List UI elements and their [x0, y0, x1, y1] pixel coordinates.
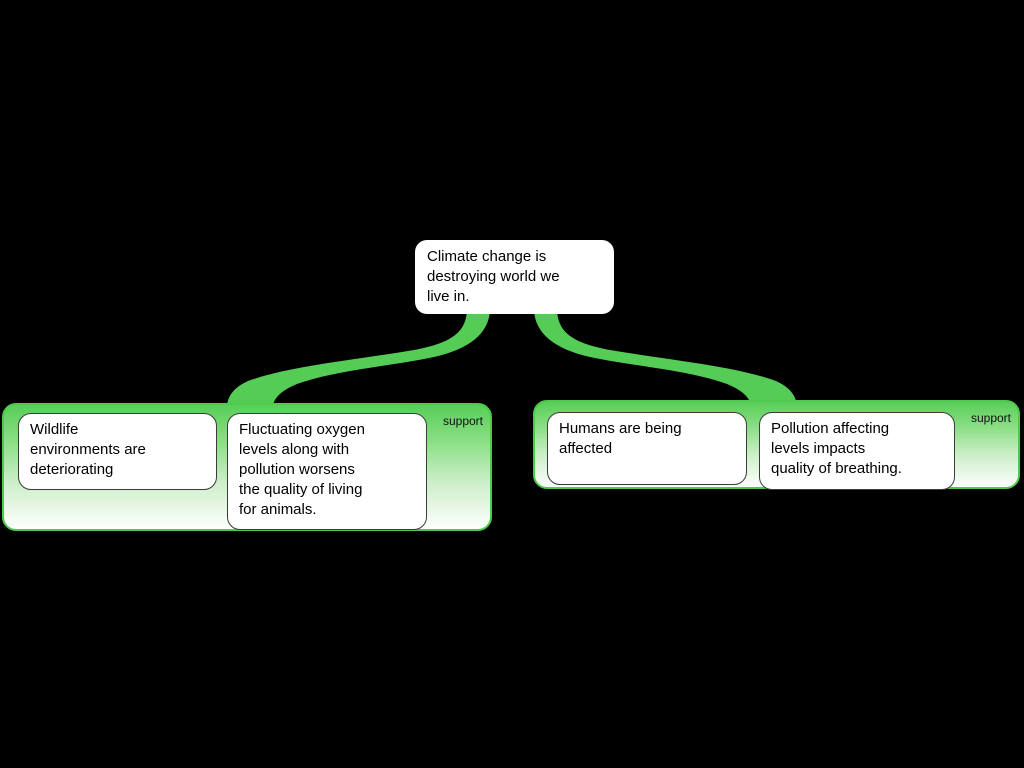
- support-group-right[interactable]: support Humans are being affected Pollut…: [533, 400, 1020, 490]
- support-group-left-label: support: [442, 414, 483, 428]
- support-group-right-label: support: [970, 411, 1011, 425]
- support-group-left[interactable]: support Wildlife environments are deteri…: [2, 403, 492, 531]
- claim-node[interactable]: Climate change is destroying world we li…: [415, 240, 614, 314]
- premise-node-oxygen-levels[interactable]: Fluctuating oxygen levels along with pol…: [227, 413, 427, 530]
- premise-node-pollution-breathing[interactable]: Pollution affecting levels impacts quali…: [759, 412, 955, 490]
- premise-node-humans-affected[interactable]: Humans are being affected: [547, 412, 747, 485]
- connector-right-support[interactable]: [534, 310, 798, 412]
- connector-left-support[interactable]: [226, 310, 490, 412]
- premise-node-wildlife[interactable]: Wildlife environments are deteriorating: [18, 413, 217, 490]
